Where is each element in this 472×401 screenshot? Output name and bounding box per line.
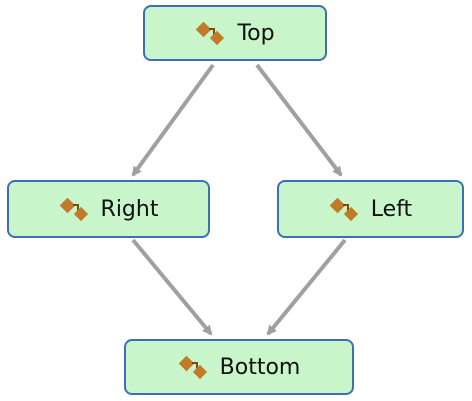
state-node-icon (329, 194, 359, 224)
node-label: Right (100, 196, 159, 222)
node-right[interactable]: Right (7, 180, 210, 238)
node-label: Top (237, 20, 275, 46)
edge-left-to-bottom[interactable] (266, 238, 347, 336)
node-left[interactable]: Left (277, 180, 464, 238)
edge-right-to-bottom[interactable] (131, 238, 213, 336)
node-bottom[interactable]: Bottom (124, 339, 354, 395)
node-top[interactable]: Top (143, 5, 327, 61)
state-node-icon (178, 352, 208, 382)
edge-top-to-left[interactable] (255, 63, 343, 177)
state-node-icon (195, 18, 225, 48)
edge-top-to-right[interactable] (131, 63, 215, 177)
node-label: Left (370, 196, 413, 222)
state-node-icon (59, 194, 89, 224)
node-label: Bottom (219, 354, 301, 380)
